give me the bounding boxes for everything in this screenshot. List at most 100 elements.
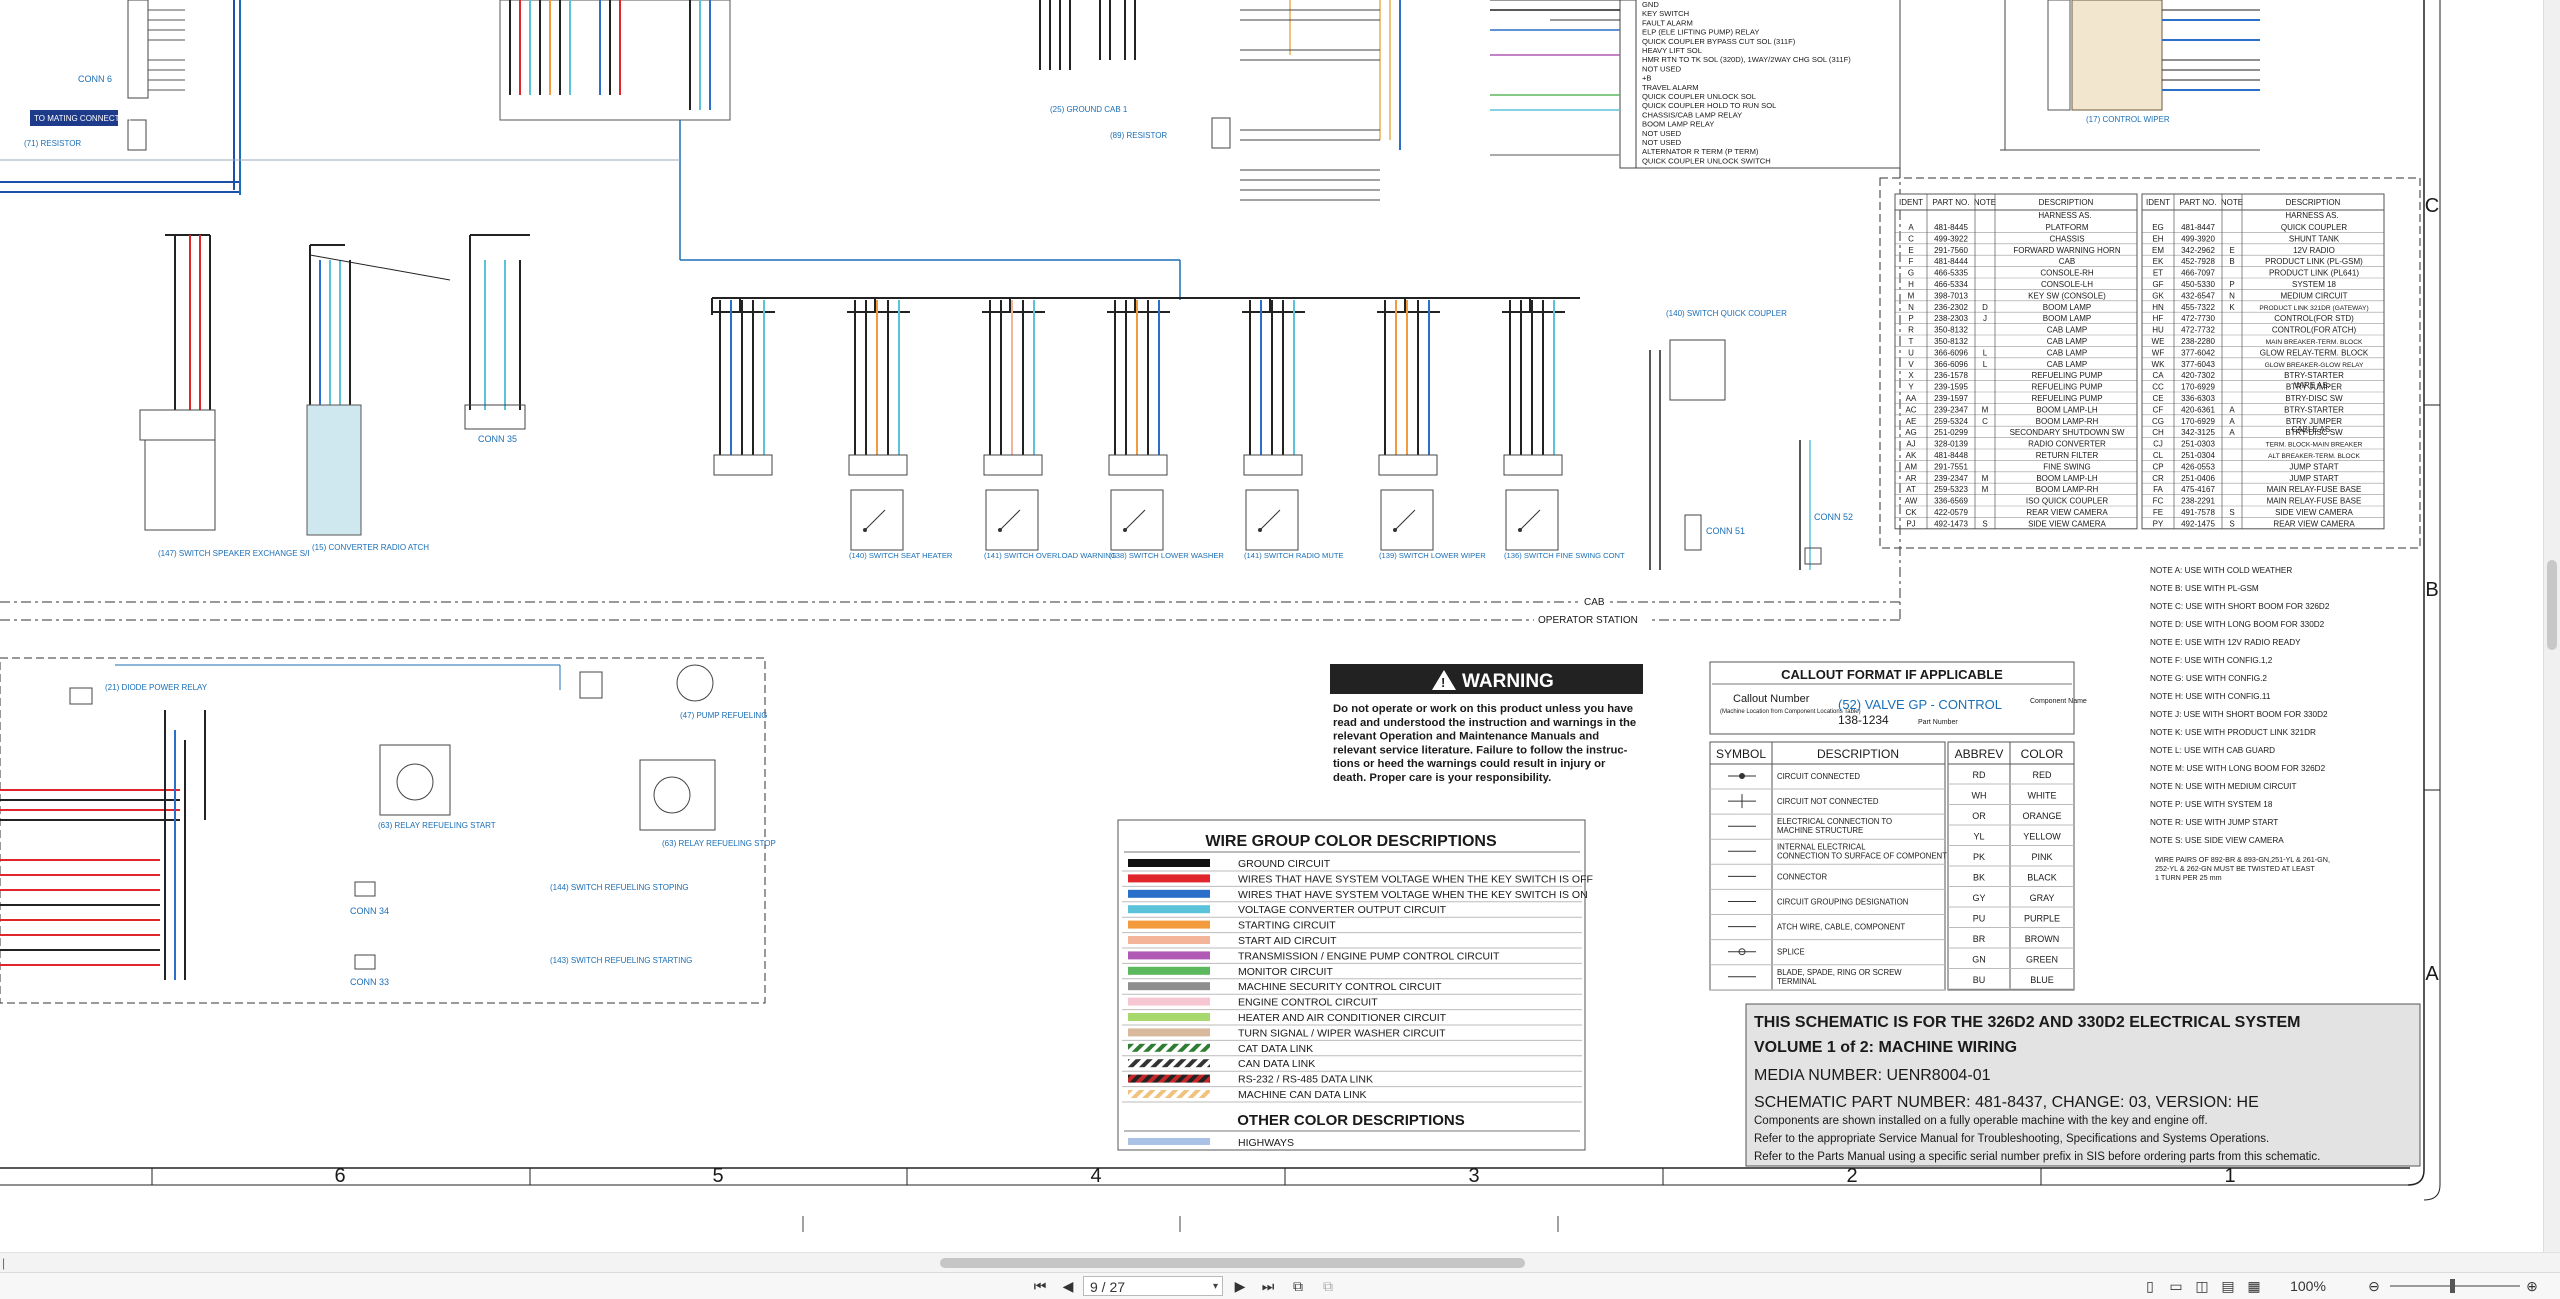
harness-header: PART NO.	[2180, 198, 2217, 207]
switch-speaker-label[interactable]: (147) SWITCH SPEAKER EXCHANGE S/I	[158, 549, 310, 558]
connector-shape	[1378, 454, 1438, 476]
highways-label: HIGHWAYS	[1238, 1137, 1294, 1149]
zoom-in-icon[interactable]: ⊕	[2526, 1278, 2538, 1294]
warning-line: tions or heed the warnings could result …	[1333, 758, 1606, 770]
harness-cell: T	[1909, 337, 1914, 346]
harness-cell: 259-5323	[1934, 485, 1968, 494]
header-cell	[1894, 193, 2138, 211]
switch-refueling-starting-label[interactable]: (143) SWITCH REFUELING STARTING	[550, 956, 692, 965]
harness-cell: HF	[2153, 314, 2164, 323]
harness-cell: P	[2229, 280, 2234, 289]
conn-51-label[interactable]: CONN 51	[1706, 526, 1745, 536]
zoom-level[interactable]: 100%	[2290, 1278, 2326, 1294]
switch-refueling-stoping-label[interactable]: (144) SWITCH REFUELING STOPING	[550, 883, 689, 892]
diode-power-relay-label[interactable]: (21) DIODE POWER RELAY	[105, 683, 208, 692]
harness-cell: AC	[1905, 405, 1916, 414]
harness-cell: CONTROL(FOR STD)	[2274, 314, 2354, 323]
conn-34-label[interactable]: CONN 34	[350, 906, 389, 916]
continuous-view-icon[interactable]: ▭	[2169, 1278, 2183, 1294]
vertical-scroll-thumb[interactable]	[2547, 560, 2557, 650]
copy-icon[interactable]: ⧉	[1293, 1278, 1303, 1294]
horizontal-scrollbar[interactable]: |	[0, 1252, 2560, 1273]
harness-cell: 259-5324	[1934, 417, 1968, 426]
harness-cell: CE	[2152, 394, 2163, 403]
control-wiper-label[interactable]: (17) CONTROL WIPER	[2086, 115, 2170, 124]
relay-refueling-stop-label[interactable]: (63) RELAY REFUELING STOP	[662, 839, 776, 848]
harness-cell: SYSTEM 18	[2292, 280, 2337, 289]
switch-label: (136) SWITCH FINE SWING CONT	[1504, 551, 1625, 560]
converter-radio-label[interactable]: (15) CONVERTER RADIO ATCH	[312, 543, 429, 552]
switch-body	[1505, 489, 1559, 551]
svg-text:!: !	[1441, 675, 1445, 690]
harness-cell: 336-6569	[1934, 497, 1968, 506]
harness-cell: 350-8132	[1934, 337, 1968, 346]
resistor-89-label[interactable]: (89) RESISTOR	[1110, 131, 1167, 140]
harness-cell: C	[1908, 234, 1914, 243]
page-dropdown-icon[interactable]: ▾	[1212, 1281, 1218, 1292]
first-page-icon[interactable]: ⏮	[1033, 1278, 1047, 1294]
harness-cell: PLATFORM	[2046, 223, 2089, 232]
conn-6-label[interactable]: CONN 6	[78, 74, 112, 84]
resistor-label[interactable]: (71) RESISTOR	[24, 139, 81, 148]
switch-body	[1380, 489, 1434, 551]
thumbnail-view-icon[interactable]: ▦	[2247, 1278, 2261, 1294]
title-line1: THIS SCHEMATIC IS FOR THE 326D2 AND 330D…	[1754, 1014, 2300, 1031]
harness-cell: M	[1982, 485, 1989, 494]
harness-cell: MAIN RELAY-FUSE BASE	[2267, 497, 2362, 506]
harness-cell: PRODUCT LINK (PL641)	[2269, 269, 2359, 278]
harness-cell: 432-6547	[2181, 291, 2215, 300]
title-note1: Components are shown installed on a full…	[1754, 1115, 2208, 1127]
harness-cell: 238-2303	[1934, 314, 1968, 323]
wire-swatch	[1128, 1013, 1210, 1021]
ground-cab-label[interactable]: (25) GROUND CAB 1	[1050, 105, 1128, 114]
connector-shape	[1108, 454, 1168, 476]
twist-note: WIRE PAIRS OF 892-BR & 893-GN,251-YL & 2…	[2155, 855, 2330, 882]
warning-title: WARNING	[1462, 671, 1554, 692]
switch-quick-coupler-label[interactable]: (140) SWITCH QUICK COUPLER	[1666, 309, 1787, 318]
note-line: NOTE D: USE WITH LONG BOOM FOR 330D2	[2150, 620, 2325, 629]
next-page-icon[interactable]: ▶	[1234, 1278, 1246, 1294]
pump-refueling-label[interactable]: (47) PUMP REFUELING	[680, 711, 767, 720]
harness-cell: M	[1982, 474, 1989, 483]
harness-cell: 328-0139	[1934, 440, 1968, 449]
cover-view-icon[interactable]: ▤	[2221, 1278, 2235, 1294]
twist-note-line: 252-YL & 262-GN MUST BE TWISTED AT LEAST	[2155, 864, 2315, 873]
scroll-left-icon[interactable]: |	[2, 1256, 6, 1270]
last-page-icon[interactable]: ⏭	[1261, 1278, 1275, 1294]
harness-cell: PRODUCT LINK 321DR (GATEWAY)	[2259, 305, 2368, 312]
note-line: NOTE S: USE SIDE VIEW CAMERA	[2150, 836, 2284, 845]
paste-icon[interactable]: ⧉	[1323, 1278, 1333, 1294]
drawing-frame	[0, 0, 2441, 1201]
facing-view-icon[interactable]: ◫	[2195, 1278, 2209, 1294]
abbrev-code: PU	[1973, 914, 1986, 924]
harness-cell: 342-2962	[2181, 246, 2215, 255]
vertical-scrollbar[interactable]	[2543, 0, 2560, 1252]
conn-35-label[interactable]: CONN 35	[478, 434, 517, 444]
zoom-out-icon[interactable]: ⊖	[2368, 1278, 2380, 1294]
callout-note: (Machine Location from Component Locatio…	[1720, 709, 1861, 715]
horizontal-scroll-thumb[interactable]	[940, 1258, 1525, 1268]
conn-52-label[interactable]: CONN 52	[1814, 512, 1853, 522]
zoom-slider-track[interactable]	[2390, 1285, 2520, 1287]
conn-33-label[interactable]: CONN 33	[350, 977, 389, 987]
switch-contact	[999, 509, 1021, 531]
switch-label: (141) SWITCH RADIO MUTE	[1244, 551, 1344, 560]
relay-pin-label: GND	[1642, 0, 1659, 9]
symbol-description: CIRCUIT GROUPING DESIGNATION	[1777, 898, 1908, 907]
prev-page-icon[interactable]: ◀	[1062, 1278, 1074, 1294]
harness-cell: CF	[2153, 405, 2164, 414]
note-line: NOTE K: USE WITH PRODUCT LINK 321DR	[2150, 728, 2316, 737]
warning-line: Do not operate or work on this product u…	[1333, 703, 1633, 715]
harness-cell: G	[1908, 269, 1914, 278]
harness-section: CABLE AS.	[2292, 425, 2333, 434]
note-line: NOTE A: USE WITH COLD WEATHER	[2150, 566, 2292, 575]
harness-cell: CAB	[2059, 257, 2075, 266]
zoom-slider-knob[interactable]	[2450, 1279, 2455, 1293]
harness-cell: Y	[1908, 383, 1914, 392]
page-number-input[interactable]: 9 / 27 ▾	[1083, 1276, 1223, 1296]
relay-refueling-start-label[interactable]: (63) RELAY REFUELING START	[378, 821, 496, 830]
single-page-view-icon[interactable]: ▯	[2146, 1278, 2154, 1294]
callout-example[interactable]: (52) VALVE GP - CONTROL	[1838, 697, 2002, 712]
